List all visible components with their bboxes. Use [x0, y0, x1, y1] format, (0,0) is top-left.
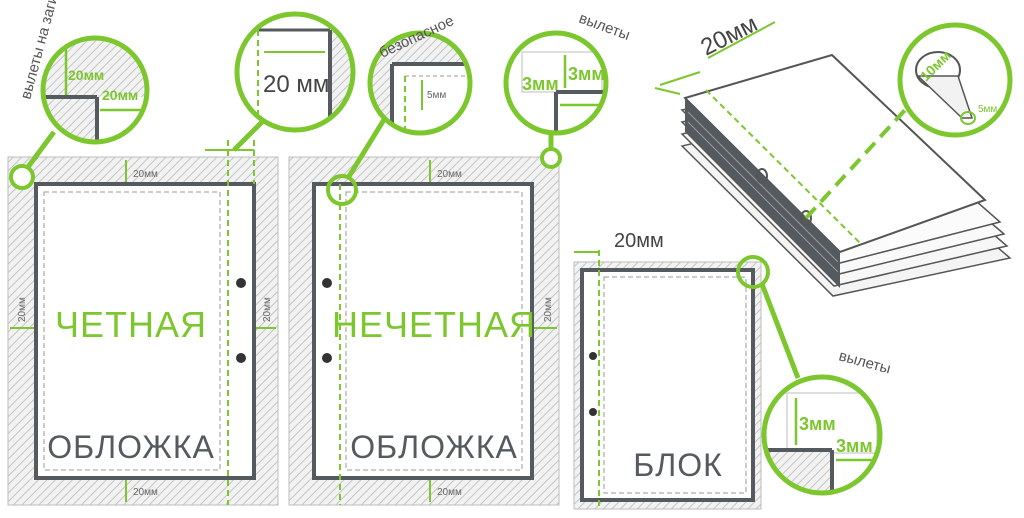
even-cover: ЧЕТНАЯ ОБЛОЖКА 20мм 20мм 20мм 20мм — [7, 140, 279, 506]
odd-cover: НЕЧЕТНАЯ ОБЛОЖКА 20мм 20мм 20мм — [288, 156, 560, 506]
bleed-3b: 3мм — [568, 64, 605, 84]
even-title: ЧЕТНАЯ — [55, 304, 207, 345]
odd-top-margin: 20мм — [437, 169, 462, 180]
even-top-margin: 20мм — [133, 169, 158, 180]
callout-bleeds: 3мм 3мм вылеты — [503, 10, 633, 169]
block-margin-label: 20мм — [614, 230, 664, 252]
callout-spine: 20 мм — [232, 11, 356, 152]
even-right-margin: 20мм — [262, 297, 273, 322]
block-bleeds-label: вылеты — [837, 347, 893, 377]
book-margin-label: 20мм — [696, 10, 761, 61]
fold-bleed-v2: 20мм — [102, 87, 138, 103]
spine-margin-label: 20 мм — [263, 71, 329, 98]
block-bleed-3b: 3мм — [836, 436, 873, 456]
odd-cover-label: ОБЛОЖКА — [350, 429, 518, 465]
even-cover-label: ОБЛОЖКА — [47, 429, 215, 465]
callout-hole: 10мм 5мм — [897, 22, 1013, 138]
block-bleed-3a: 3мм — [799, 414, 836, 434]
safe-zone-value: 5мм — [427, 90, 446, 101]
book-stack: 20мм — [654, 10, 1012, 297]
block-page: БЛОК 20мм — [573, 230, 762, 510]
even-left-margin: 20мм — [17, 297, 28, 322]
block-label: БЛОК — [633, 447, 723, 483]
bleed-3a: 3мм — [522, 74, 559, 94]
hole-offset-label: 5мм — [978, 104, 997, 115]
callout-block-bleeds: 3мм 3мм вылеты — [736, 255, 893, 496]
odd-right-margin: 20мм — [543, 297, 554, 322]
odd-title: НЕЧЕТНАЯ — [332, 304, 536, 345]
fold-bleed-v1: 20мм — [68, 67, 104, 83]
bleeds-label: вылеты — [577, 10, 633, 44]
even-bottom-margin: 20мм — [133, 487, 158, 498]
odd-bottom-margin: 20мм — [437, 487, 462, 498]
